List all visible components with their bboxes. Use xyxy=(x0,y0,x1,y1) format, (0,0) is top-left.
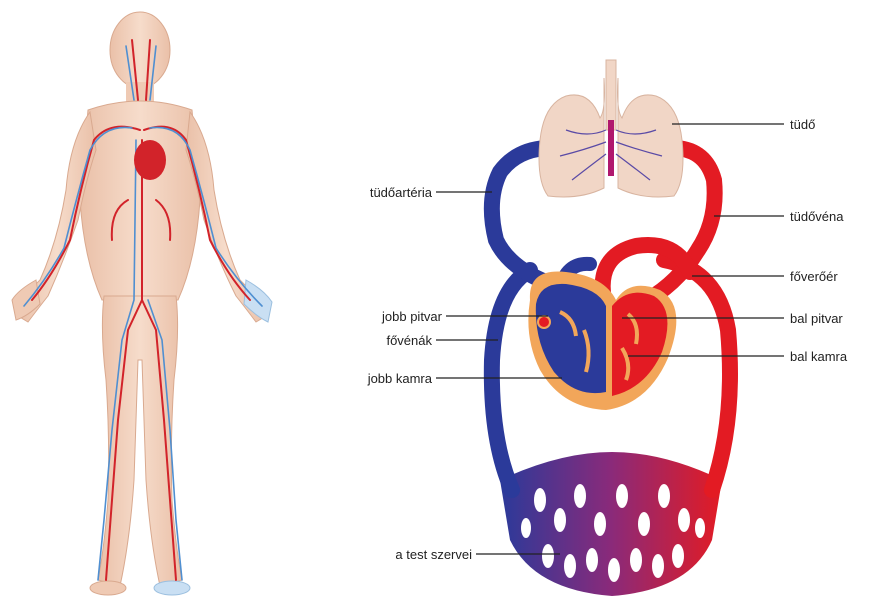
label-lung: tüdő xyxy=(790,117,815,132)
human-body-illustration xyxy=(12,12,272,595)
label-right-atrium: jobb pitvar xyxy=(381,309,443,324)
left-heart-chambers xyxy=(612,293,667,396)
label-aorta: főverőér xyxy=(790,269,838,284)
label-right-ventricle: jobb kamra xyxy=(367,371,433,386)
label-vena-cava: fővénák xyxy=(386,333,432,348)
heart xyxy=(528,272,676,410)
body-organs-capillary-bed xyxy=(500,452,722,596)
body-heart xyxy=(134,140,166,180)
systemic-arteries xyxy=(664,260,730,490)
label-pulmonary-vein: tüdővéna xyxy=(790,209,844,224)
circulation-diagram xyxy=(492,60,730,596)
label-left-ventricle: bal kamra xyxy=(790,349,848,364)
label-left-atrium: bal pitvar xyxy=(790,311,843,326)
label-body-organs: a test szervei xyxy=(395,547,472,562)
systemic-veins xyxy=(492,270,530,490)
lungs xyxy=(539,60,683,197)
label-pulmonary-artery: tüdőartéria xyxy=(370,185,433,200)
